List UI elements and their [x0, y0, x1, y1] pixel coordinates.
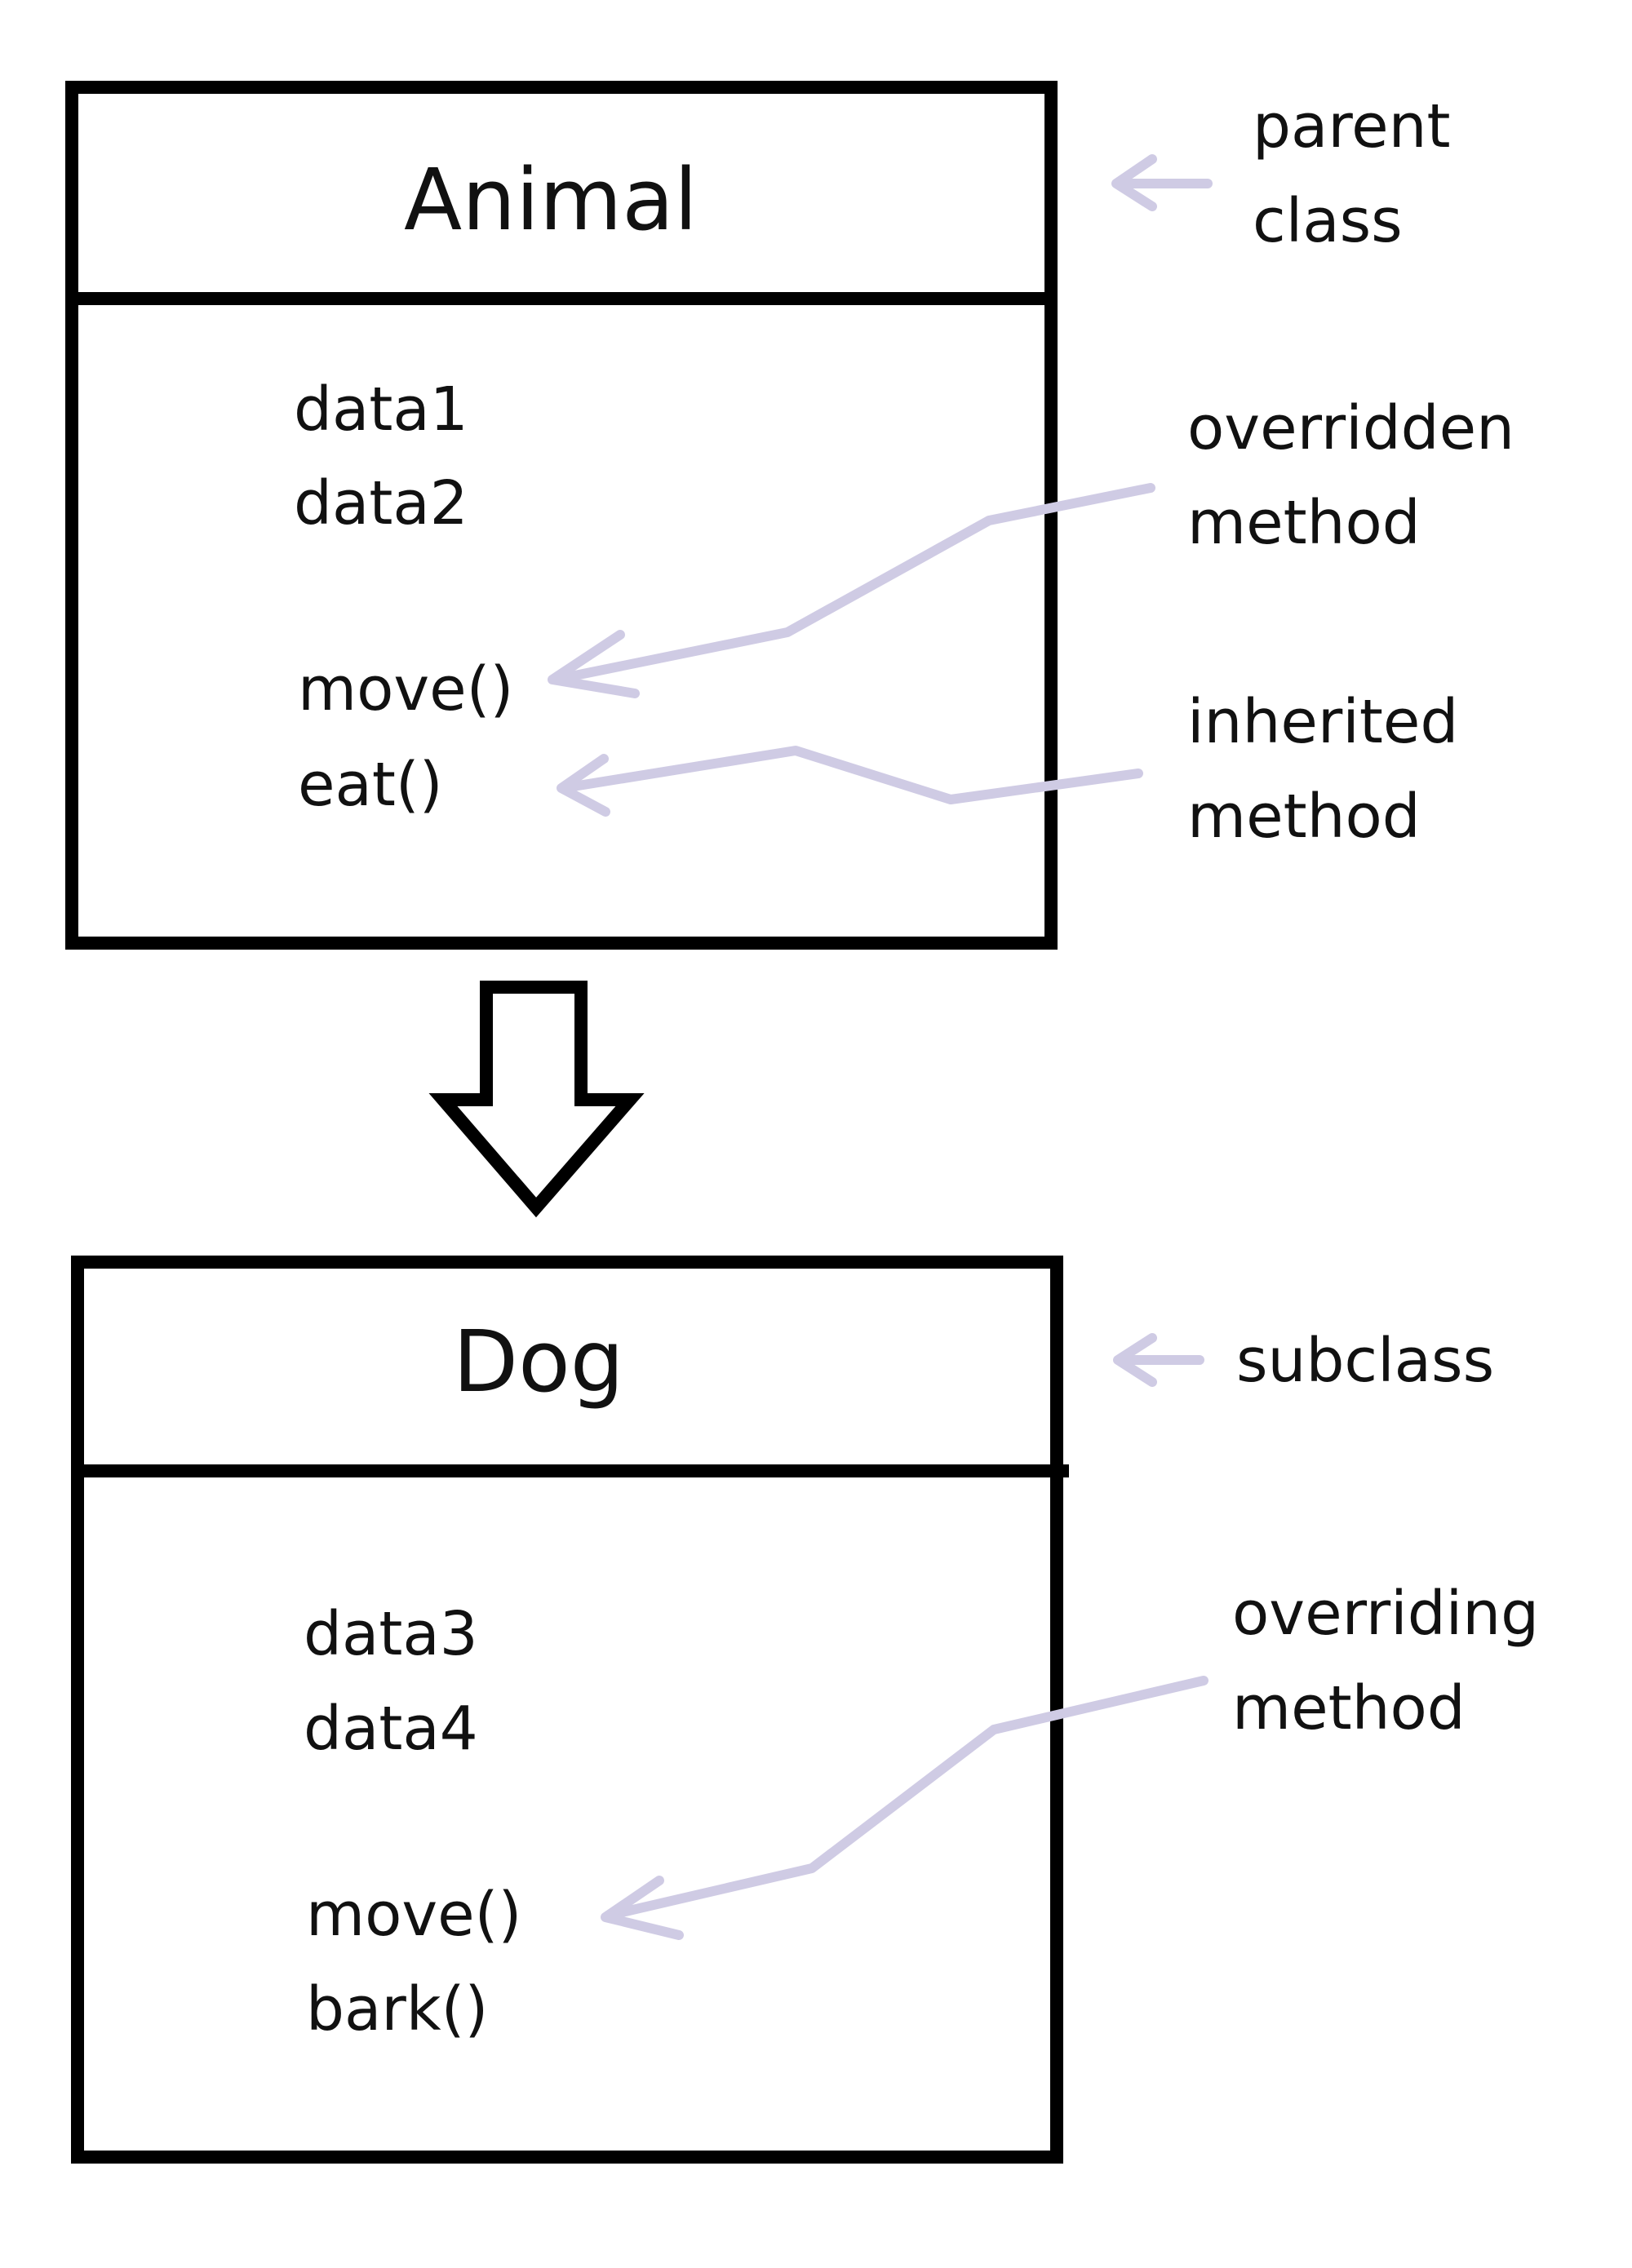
overriding-method-arrow-icon	[601, 1676, 1208, 1940]
subclass-label: subclass	[1236, 1326, 1495, 1396]
parent-class-label: parent class	[1253, 91, 1451, 256]
animal-data-2: data2	[294, 468, 468, 538]
animal-class-box	[65, 81, 1058, 950]
dog-data-4: data4	[304, 1694, 478, 1764]
dog-box-outline	[71, 1256, 1063, 2164]
animal-method-eat: eat()	[298, 750, 443, 820]
dog-data-3: data3	[304, 1599, 478, 1669]
animal-box-outline	[65, 81, 1058, 950]
dog-method-move: move()	[306, 1880, 522, 1950]
overridden-method-label: overridden method	[1187, 393, 1515, 558]
animal-method-move: move()	[298, 654, 514, 724]
inherited-method-label: inherited method	[1187, 687, 1459, 852]
dog-class-title: Dog	[453, 1312, 624, 1411]
animal-class-title: Animal	[404, 150, 698, 250]
parent-class-arrow-icon	[1111, 154, 1213, 211]
overridden-method-arrow-icon	[548, 483, 1155, 698]
inheritance-arrow-icon	[428, 981, 645, 1218]
overriding-method-label: overriding method	[1232, 1579, 1540, 1743]
inherited-method-arrow-icon	[557, 746, 1143, 817]
dog-method-bark: bark()	[306, 1974, 489, 2044]
subclass-arrow-icon	[1113, 1333, 1204, 1387]
animal-data-1: data1	[294, 374, 468, 445]
dog-class-box	[71, 1256, 1069, 2164]
